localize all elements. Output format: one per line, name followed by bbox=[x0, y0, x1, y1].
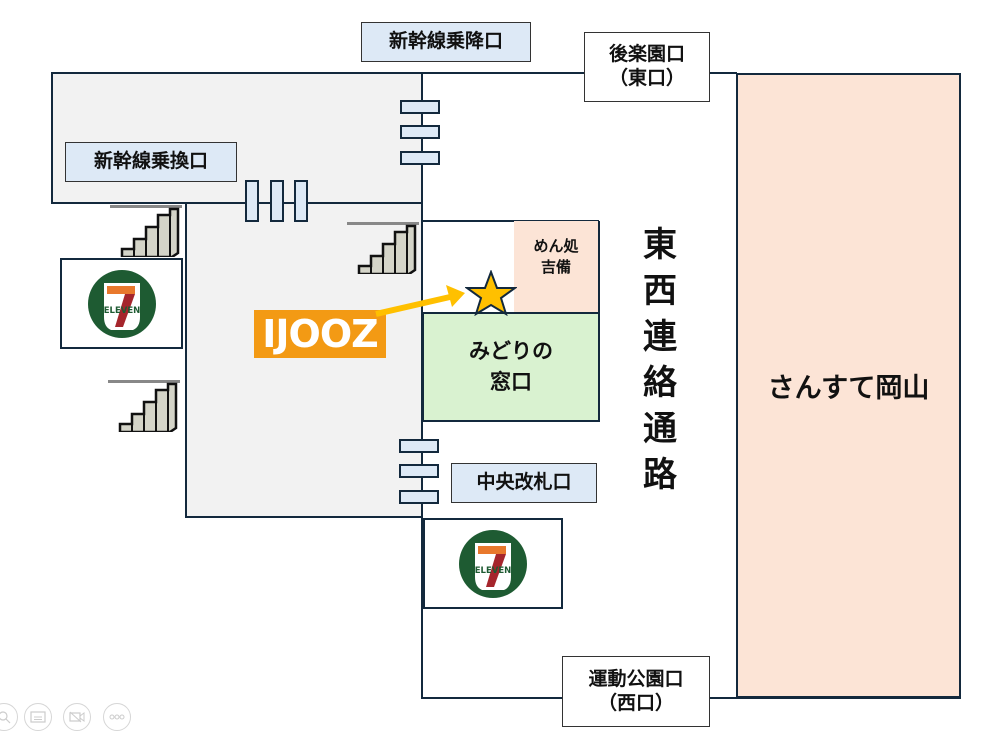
sunste-okayama-block: さんすて岡山 bbox=[736, 73, 961, 698]
seven-eleven-text: ELEVEN bbox=[475, 566, 512, 576]
more-button[interactable] bbox=[103, 703, 131, 731]
seven-eleven-store: ELEVEN bbox=[423, 518, 563, 609]
midori-no-madoguchi: みどりの 窓口 bbox=[422, 312, 600, 422]
ticket-gate bbox=[400, 151, 440, 165]
noodle-shop-kibi: めん処 吉備 bbox=[514, 221, 600, 313]
corridor-char: 東 bbox=[643, 225, 677, 265]
korakuen-exit-sub-label: （東口） bbox=[608, 67, 685, 89]
shop-top bbox=[421, 220, 599, 222]
ticket-gate bbox=[399, 439, 439, 453]
arrow-icon bbox=[375, 285, 465, 317]
undo-koen-exit: 運動公園口 （西口） bbox=[562, 656, 710, 727]
wall-left-upper bbox=[51, 72, 53, 203]
korakuen-exit-label: 後楽園口 bbox=[608, 43, 685, 66]
video-button[interactable] bbox=[63, 703, 91, 731]
ticket-gate bbox=[400, 125, 440, 139]
korakuen-exit: 後楽園口 （東口） bbox=[584, 32, 710, 102]
undo-koen-exit-label: 運動公園口 bbox=[588, 667, 684, 690]
noodle-shop-line1: めん処 bbox=[533, 237, 579, 255]
stairs-icon bbox=[347, 222, 419, 274]
east-west-corridor-label: 東 西 連 絡 通 路 bbox=[638, 222, 682, 498]
wall-inner-bottom bbox=[185, 516, 423, 518]
wall-inner-left bbox=[185, 202, 187, 518]
wall-mid-horizontal bbox=[51, 202, 422, 204]
noodle-shop-line2: 吉備 bbox=[540, 258, 571, 276]
ijooz-logo: IJOOZ bbox=[254, 310, 386, 358]
undo-koen-exit-sub-label: （西口） bbox=[597, 691, 674, 714]
shinkansen-transfer-exit: 新幹線乗換口 bbox=[65, 142, 237, 182]
stairs-icon bbox=[110, 205, 182, 257]
midori-line1: みどりの bbox=[469, 338, 553, 363]
ticket-gate bbox=[400, 100, 440, 114]
shinkansen-platform-exit: 新幹線乗降口 bbox=[361, 22, 531, 62]
zoom-icon bbox=[0, 711, 11, 724]
wall-top bbox=[52, 72, 737, 74]
shinkansen-concourse-area bbox=[52, 73, 422, 203]
corridor-char: 連 bbox=[643, 317, 677, 357]
more-icon bbox=[109, 714, 125, 720]
shinkansen-platform-exit-label: 新幹線乗降口 bbox=[388, 30, 503, 53]
seven-eleven-text: ELEVEN bbox=[103, 306, 140, 316]
ijooz-logo-text: IJOOZ bbox=[262, 312, 378, 356]
corridor-char: 絡 bbox=[643, 363, 677, 403]
shinkansen-transfer-exit-label: 新幹線乗換口 bbox=[93, 150, 208, 173]
caption-icon bbox=[30, 711, 46, 723]
ticket-gate bbox=[399, 490, 439, 504]
corridor-char: 路 bbox=[643, 455, 677, 495]
zoom-button[interactable] bbox=[0, 703, 18, 731]
central-gate-exit-label: 中央改札口 bbox=[476, 471, 572, 494]
seven-eleven-logo: ELEVEN bbox=[87, 269, 156, 338]
ticket-gate bbox=[245, 180, 259, 222]
video-off-icon bbox=[69, 711, 85, 723]
corridor-char: 西 bbox=[643, 271, 677, 311]
midori-line2: 窓口 bbox=[490, 370, 532, 394]
corridor-char: 通 bbox=[643, 409, 677, 449]
caption-button[interactable] bbox=[24, 703, 52, 731]
seven-eleven-logo: ELEVEN bbox=[459, 529, 527, 598]
ticket-gate bbox=[270, 180, 284, 222]
sunste-okayama-label: さんすて岡山 bbox=[767, 373, 930, 404]
central-gate-exit: 中央改札口 bbox=[451, 463, 597, 503]
star-icon bbox=[465, 270, 517, 316]
seven-eleven-store: ELEVEN bbox=[60, 258, 183, 349]
stairs-icon bbox=[108, 380, 180, 432]
ticket-gate bbox=[399, 464, 439, 478]
ticket-gate bbox=[294, 180, 308, 222]
